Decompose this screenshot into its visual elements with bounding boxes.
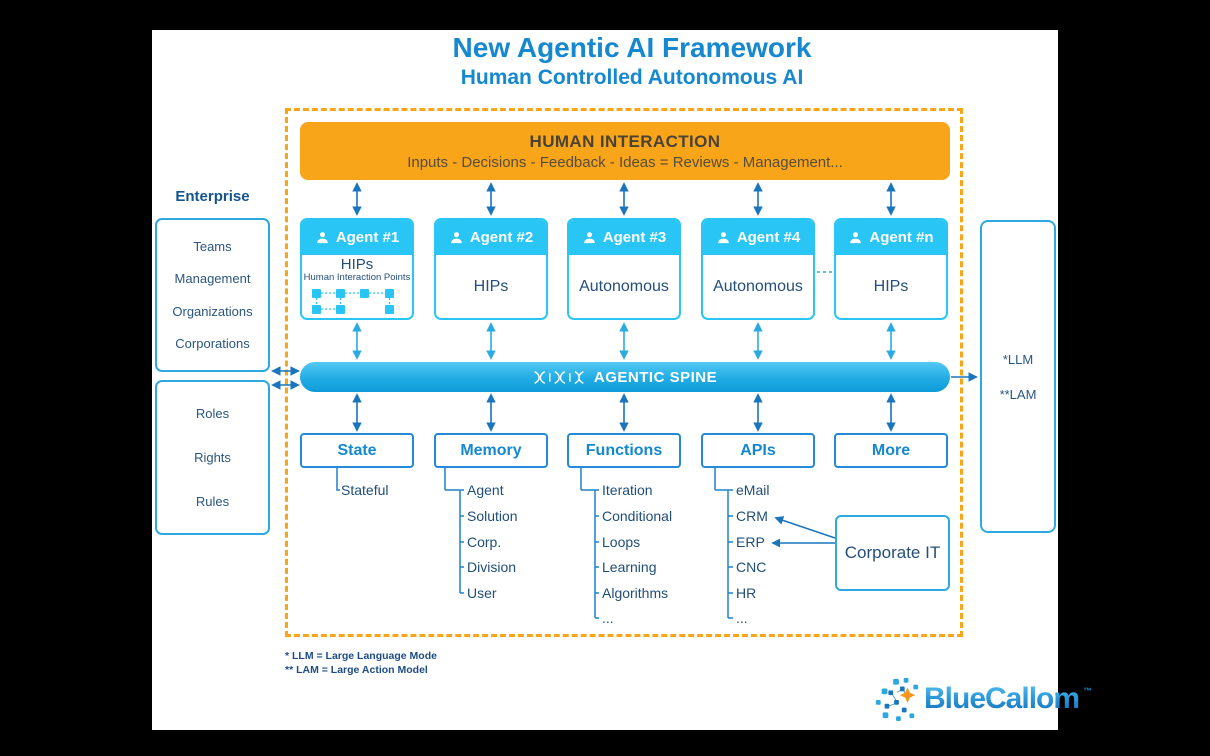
functions-item: Conditional — [602, 508, 673, 524]
logo-wordmark: BlueCallom — [924, 676, 1080, 722]
apis-item: ... — [736, 610, 748, 626]
models-box: *LLM **LAM — [980, 220, 1056, 533]
logo-trademark: ™ — [1083, 686, 1093, 696]
logo-star — [899, 687, 916, 703]
functions-item: Iteration — [602, 482, 653, 498]
enterprise-item: Roles — [195, 406, 230, 422]
memory-item: Solution — [467, 508, 518, 524]
state-item: Stateful — [341, 482, 389, 498]
enterprise-item: Management — [174, 271, 251, 287]
enterprise-item: Organizations — [172, 303, 253, 319]
user-icon — [850, 232, 862, 244]
agent-body-label: Autonomous — [713, 277, 803, 295]
banner-title: HUMAN INTERACTION — [529, 131, 721, 151]
human-interaction-banner: HUMAN INTERACTION Inputs - Decisions - F… — [300, 122, 950, 180]
enterprise-label: Enterprise — [175, 188, 250, 205]
functions-item: Loops — [602, 534, 641, 550]
module-apis: APIs — [701, 433, 815, 468]
agent-body-label: Autonomous — [579, 277, 669, 295]
lam-label: **LAM — [999, 387, 1037, 402]
diagram-title: New Agentic AI Framework — [452, 32, 812, 63]
agent-body-label: HIPs — [873, 277, 909, 295]
module-more: More — [834, 433, 948, 468]
agent-card-2: Agent #2 HIPs — [434, 218, 548, 320]
spine-label: AGENTIC SPINE — [593, 368, 718, 386]
apis-item: CNC — [736, 559, 767, 575]
functions-item: Algorithms — [602, 585, 669, 601]
module-state: State — [300, 433, 414, 468]
enterprise-box-2: Roles Rights Rules — [155, 380, 270, 535]
logo-burst-icon — [875, 677, 919, 722]
agent-label: Agent #n — [869, 229, 934, 246]
dna-icon — [534, 370, 584, 384]
enterprise-item: Rules — [195, 493, 230, 509]
agent-4-header: Agent #4 — [703, 220, 813, 255]
agent-2-header: Agent #2 — [436, 220, 546, 255]
footnote-lam: ** LAM = Large Action Model — [285, 664, 428, 676]
agent-n-header: Agent #n — [836, 220, 946, 255]
bluecallom-logo: BlueCallom ™ — [874, 676, 1092, 722]
hips-network-icon — [312, 289, 394, 314]
functions-item: ... — [602, 610, 614, 626]
agent-body-sublabel: Human Interaction Points — [303, 272, 411, 283]
enterprise-item: Corporations — [175, 336, 250, 352]
diagram-canvas: New Agentic AI Framework Human Controlle… — [152, 30, 1092, 730]
agent-card-n: Agent #n HIPs — [834, 218, 948, 320]
functions-item: Learning — [602, 559, 657, 575]
agent-label: Agent #3 — [602, 229, 667, 246]
user-icon — [718, 232, 729, 244]
apis-item: ERP — [736, 534, 765, 550]
enterprise-item: Rights — [194, 449, 231, 465]
user-icon — [584, 232, 595, 244]
agent-label: Agent #2 — [469, 229, 534, 246]
memory-item: Division — [467, 559, 517, 575]
memory-item: Agent — [467, 482, 504, 498]
module-memory: Memory — [434, 433, 548, 468]
agent-label: Agent #1 — [335, 229, 400, 246]
apis-item: HR — [736, 585, 757, 601]
agent-label: Agent #4 — [736, 229, 801, 246]
apis-item: eMail — [736, 482, 770, 498]
user-icon — [451, 232, 462, 244]
enterprise-item: Teams — [193, 238, 232, 254]
agentic-spine-bar: AGENTIC SPINE — [300, 362, 950, 392]
agent-card-4: Agent #4 Autonomous — [701, 218, 815, 320]
agent-3-header: Agent #3 — [569, 220, 679, 255]
agent-card-3: Agent #3 Autonomous — [567, 218, 681, 320]
diagram-subtitle: Human Controlled Autonomous AI — [460, 66, 804, 89]
user-icon — [317, 232, 328, 244]
llm-label: *LLM — [1002, 352, 1034, 367]
enterprise-box-1: Teams Management Organizations Corporati… — [155, 218, 270, 372]
apis-item: CRM — [736, 508, 768, 524]
agent-body-label: HIPs — [473, 277, 509, 295]
agent-card-1: Agent #1 HIPs Human Interaction Points — [300, 218, 414, 320]
agent-body-label: HIPs — [340, 256, 374, 273]
agent-1-header: Agent #1 — [302, 220, 412, 255]
corporate-it-box: Corporate IT — [835, 515, 950, 591]
agent-1-body: HIPs Human Interaction Points — [302, 256, 412, 318]
memory-item: User — [467, 585, 497, 601]
footnote-llm: * LLM = Large Language Mode — [285, 650, 437, 662]
banner-subtitle: Inputs - Decisions - Feedback - Ideas = … — [407, 153, 843, 171]
memory-item: Corp. — [467, 534, 502, 550]
module-functions: Functions — [567, 433, 681, 468]
